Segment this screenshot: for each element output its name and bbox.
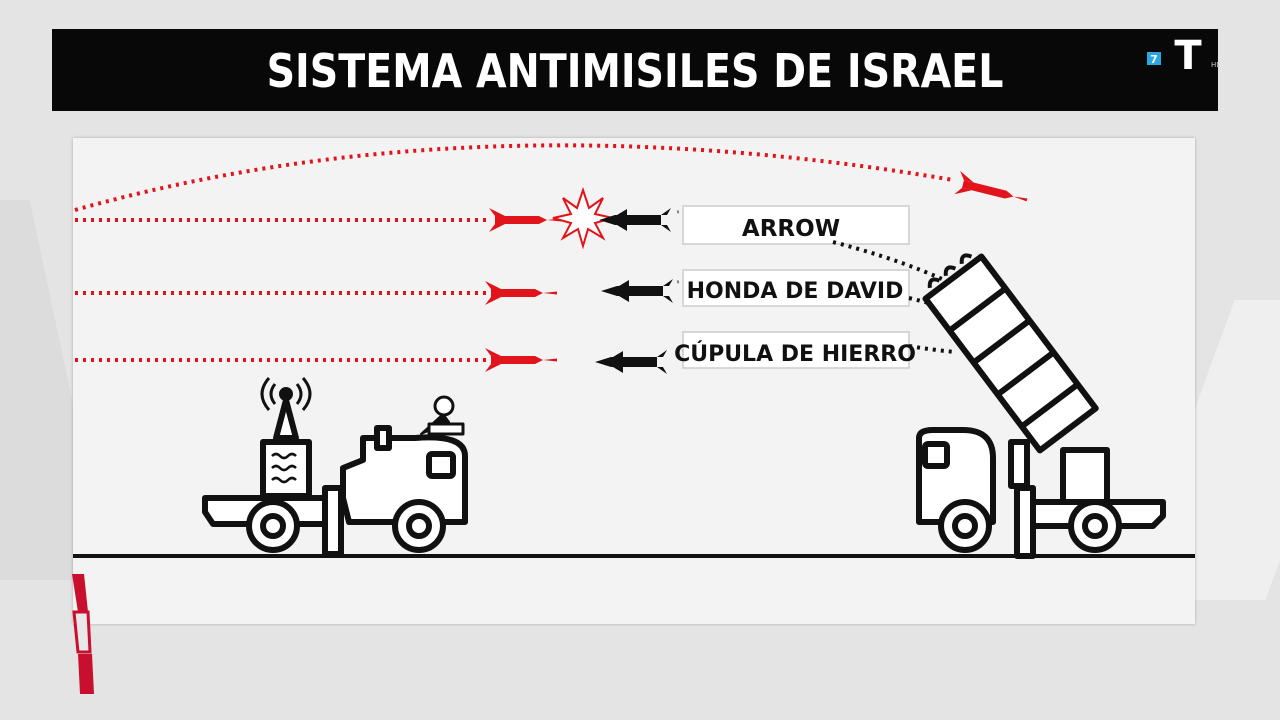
enemy-missile-icon <box>954 170 1030 212</box>
interceptor-missile-icon <box>601 279 673 303</box>
enemy-missile-icon <box>485 348 557 372</box>
explosion-icon <box>552 186 614 250</box>
label-arrow-text: ARROW <box>742 216 840 242</box>
page-title: SISTEMA ANTIMISILES DE ISRAEL <box>266 44 1004 98</box>
channel-number-badge <box>1147 52 1161 65</box>
launcher-truck-icon <box>916 253 1166 559</box>
label-honda-text: HONDA DE DAVID <box>687 279 904 304</box>
channel-suffix: HD <box>1211 61 1220 69</box>
channel-number: 7 <box>1150 53 1158 66</box>
side-ribbon-decoration <box>72 574 94 694</box>
launch-path-cupula <box>908 344 956 354</box>
diagram-panel: ARROW HONDA DE DAVID CÚPULA DE HIERRO <box>73 138 1195 624</box>
label-honda-de-david: HONDA DE DAVID <box>682 269 910 307</box>
interceptor-missile-icon <box>595 350 667 374</box>
channel-logo: 7 T HD <box>1147 33 1220 72</box>
launch-path-arrow <box>832 240 995 308</box>
label-arrow: ARROW <box>682 205 910 245</box>
enemy-missile-icon <box>489 208 561 232</box>
channel-letter: T <box>1174 33 1202 72</box>
label-cupula-text: CÚPULA DE HIERRO <box>674 341 916 367</box>
radar-truck-icon <box>202 377 468 557</box>
interceptor-missile-icon <box>599 208 671 232</box>
enemy-missile-icon <box>485 281 557 305</box>
diagram: ARROW HONDA DE DAVID CÚPULA DE HIERRO <box>73 143 1195 559</box>
arrow-trajectory <box>74 143 954 212</box>
title-bar: SISTEMA ANTIMISILES DE ISRAEL <box>52 29 1218 111</box>
label-cupula-de-hierro: CÚPULA DE HIERRO <box>674 331 916 369</box>
